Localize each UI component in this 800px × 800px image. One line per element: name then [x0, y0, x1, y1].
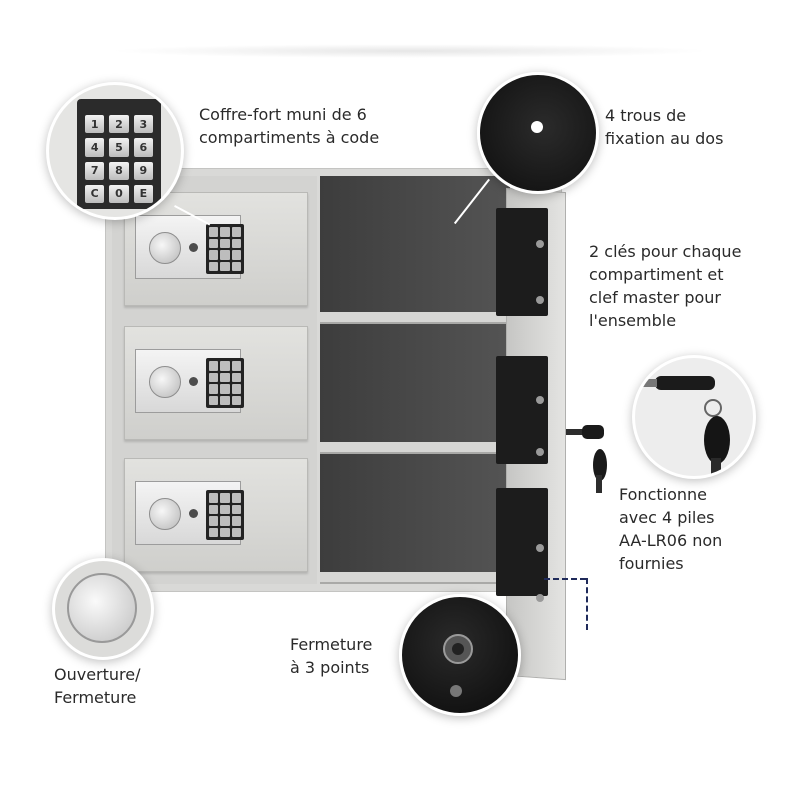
label-line: l'ensemble — [589, 311, 677, 330]
keyhole — [189, 243, 198, 252]
keypad-key: 1 — [85, 115, 105, 134]
compartment-drawer — [124, 458, 308, 572]
keypad — [206, 490, 244, 540]
lock-plate — [135, 215, 244, 279]
label-battery: Fonctionne avec 4 piles AA-LR06 non four… — [619, 483, 722, 575]
label-line: à 3 points — [290, 658, 370, 677]
keypad — [206, 358, 244, 408]
label-line: fixation au dos — [605, 129, 724, 148]
dial-knob-zoom — [52, 558, 154, 660]
label-line: AA-LR06 non — [619, 531, 723, 550]
label-line: Coffre-fort muni de 6 — [199, 105, 367, 124]
keypad-key: 2 — [109, 115, 129, 134]
key-icon — [566, 425, 607, 493]
label-line: avec 4 piles — [619, 508, 715, 527]
label-line: 4 trous de — [605, 106, 687, 125]
label-mounting-holes: 4 trous de fixation au dos — [605, 104, 723, 150]
mounting-hole — [531, 121, 543, 133]
bolt-lock-zoom — [399, 594, 521, 716]
label-line: compartiment et — [589, 265, 724, 284]
door-lock-box — [496, 356, 548, 464]
mounting-hole-zoom — [477, 72, 599, 194]
label-safe: Coffre-fort muni de 6 compartiments à co… — [199, 103, 379, 149]
keypad — [206, 224, 244, 274]
label-open-close: Ouverture/ Fermeture — [54, 663, 141, 709]
key-zoom — [632, 355, 756, 479]
keypad-key: 8 — [109, 161, 129, 180]
keypad-key: 9 — [133, 161, 153, 180]
dial-knob — [149, 366, 181, 398]
dial-knob — [149, 498, 181, 530]
compartment-drawer — [124, 192, 308, 306]
shelf — [320, 312, 516, 324]
compartment-drawer — [124, 326, 308, 440]
lock-plate — [135, 481, 244, 545]
dial-knob — [149, 232, 181, 264]
key-icon — [635, 376, 730, 476]
keypad-key: E — [133, 184, 153, 203]
keypad-key: 0 — [109, 184, 129, 203]
shelf — [320, 442, 516, 454]
label-line: clef master pour — [589, 288, 721, 307]
dial-knob — [67, 573, 137, 643]
label-three-point-lock: Fermeture à 3 points — [290, 633, 372, 679]
keypad-key: 7 — [85, 161, 105, 180]
door-lock-box — [496, 208, 548, 316]
lock-plate — [135, 349, 244, 413]
label-keys: 2 clés pour chaque compartiment et clef … — [589, 240, 741, 332]
keypad-key: C — [85, 184, 105, 203]
top-shadow — [110, 44, 710, 58]
keypad-key: 4 — [85, 138, 105, 157]
keyhole — [189, 377, 198, 386]
shelf — [320, 572, 516, 584]
open-compartment-interior — [320, 176, 510, 576]
keypad-key: 3 — [133, 115, 153, 134]
keyhole — [189, 509, 198, 518]
label-line: Fermeture — [54, 688, 137, 707]
door-lock-box — [496, 488, 548, 602]
label-line: 2 clés pour chaque — [589, 242, 742, 261]
label-line: Ouverture/ — [54, 665, 141, 684]
dashed-callout-line — [586, 578, 588, 630]
label-line: compartiments à code — [199, 128, 380, 147]
keypad-key: 6 — [133, 138, 153, 157]
keypad-key: 5 — [109, 138, 129, 157]
label-line: Fermeture — [290, 635, 373, 654]
label-line: fournies — [619, 554, 684, 573]
dashed-callout-line — [544, 578, 586, 580]
label-line: Fonctionne — [619, 485, 707, 504]
lock-bolt-icon — [443, 634, 473, 697]
